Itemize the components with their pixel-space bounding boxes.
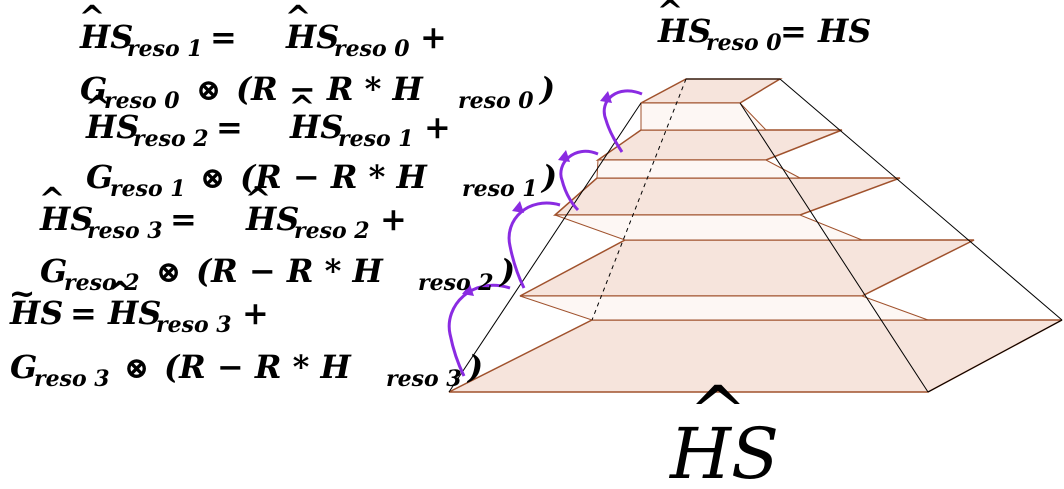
otimes-icon: ⊗ <box>200 161 225 196</box>
bottom-label-base: HS <box>668 413 779 489</box>
eq1-lhs-sub: reso 1 <box>127 36 203 62</box>
pyramid-side-band <box>640 102 768 131</box>
otimes-icon: ⊗ <box>124 351 149 386</box>
eq1-g: G <box>80 70 107 108</box>
hat-glyph: ^ <box>39 180 66 218</box>
plus-sign: + <box>380 200 407 238</box>
arrowhead-icon <box>558 150 570 162</box>
eq3-lhs: HS <box>39 200 93 238</box>
pyramid-level-2 <box>553 177 901 216</box>
arrows <box>447 89 643 377</box>
pyramid-side-band <box>519 295 929 321</box>
equals-sign: = <box>210 18 237 56</box>
equation-2: ^ HS reso 2 = ^ HS reso 1 + G reso 1 ⊗ (… <box>85 88 558 202</box>
hat-glyph: ^ <box>689 371 748 453</box>
top-label-base: HS <box>657 12 711 50</box>
eq2-h-sub: reso 1 <box>462 176 538 202</box>
eq1-g-sub: reso 0 <box>104 88 180 114</box>
eq3-expr: (R − R * H <box>196 252 384 290</box>
hat-glyph: ^ <box>657 0 684 30</box>
arrowhead-icon <box>600 91 612 103</box>
curved-arrow-icon <box>602 89 643 153</box>
pyramid-hidden-edge <box>591 78 687 321</box>
pyramid-side-band <box>596 159 801 179</box>
hat-glyph: ^ <box>85 88 112 126</box>
eq3-rhs: HS <box>245 200 299 238</box>
eq3-lhs-sub: reso 3 <box>87 218 163 244</box>
eq4-lhs: HS <box>9 294 63 332</box>
bottom-label: ^ HS <box>668 371 779 489</box>
eq2-lhs: HS <box>85 108 139 146</box>
pyramid-level-3 <box>519 239 975 297</box>
hat-glyph: ^ <box>79 0 106 36</box>
eq3-g: G <box>40 252 67 290</box>
tilde-glyph: ~ <box>9 274 36 312</box>
eq2-g: G <box>86 158 113 196</box>
eq4-expr: (R − R * H <box>164 348 352 386</box>
arrowheads <box>462 91 612 296</box>
plus-sign: + <box>242 294 269 332</box>
eq4-rhs-sub: reso 3 <box>156 312 232 338</box>
eq3-close: ) <box>498 252 515 290</box>
pyramid-edge-right <box>779 78 1063 321</box>
curved-arrow-icon <box>447 283 511 377</box>
arrowhead-icon <box>512 201 524 213</box>
equals-sign: = <box>170 200 197 238</box>
eq3-h-sub: reso 2 <box>418 270 494 296</box>
otimes-icon: ⊗ <box>196 73 221 108</box>
eq4-rhs: HS <box>107 294 161 332</box>
eq1-expr: (R − R * H <box>236 70 424 108</box>
pyramid-level-1 <box>595 129 843 161</box>
top-label-rhs: = HS <box>780 12 871 50</box>
curved-arrow-icon <box>559 149 599 212</box>
pyramid-edge-mid <box>739 102 929 393</box>
arrowhead-icon <box>462 284 474 296</box>
equals-sign: = <box>216 108 243 146</box>
eq2-lhs-sub: reso 2 <box>133 126 209 152</box>
pyramid-level-4 <box>448 319 1063 393</box>
eq1-rhs-sub: reso 0 <box>334 36 410 62</box>
eq1-h-sub: reso 0 <box>458 88 534 114</box>
plus-sign: + <box>424 108 451 146</box>
hat-glyph: ^ <box>245 180 272 218</box>
pyramid-side-band <box>554 214 863 241</box>
top-label: ^ HS reso 0 = HS <box>657 0 872 56</box>
pyramid-level-0 <box>640 78 783 104</box>
eq2-expr: (R − R * H <box>240 158 428 196</box>
plus-sign: + <box>420 18 447 56</box>
pyramid <box>448 78 1063 393</box>
equation-4: ~ HS = ^ HS reso 3 + G reso 3 ⊗ (R − R *… <box>9 274 484 392</box>
eq2-rhs: HS <box>289 108 343 146</box>
top-label-sub: reso 0 <box>706 30 782 56</box>
curved-arrow-icon <box>507 201 561 289</box>
hat-glyph: ^ <box>285 0 312 36</box>
eq3-rhs-sub: reso 2 <box>294 218 370 244</box>
equals-sign: = <box>70 294 97 332</box>
eq4-g: G <box>10 348 37 386</box>
equation-3: ^ HS reso 3 = ^ HS reso 2 + G reso 2 ⊗ (… <box>39 180 516 296</box>
eq4-g-sub: reso 3 <box>34 366 110 392</box>
eq1-close: ) <box>538 70 555 108</box>
eq2-g-sub: reso 1 <box>110 176 186 202</box>
pyramid-edge-left <box>448 102 642 393</box>
hat-glyph: ^ <box>107 274 134 312</box>
eq3-g-sub: reso 2 <box>64 270 140 296</box>
eq2-rhs-sub: reso 1 <box>338 126 414 152</box>
otimes-icon: ⊗ <box>156 255 181 290</box>
eq2-close: ) <box>540 158 557 196</box>
eq1-lhs: HS <box>79 18 133 56</box>
eq4-h-sub: reso 3 <box>386 366 462 392</box>
eq4-close: ) <box>466 348 483 386</box>
hat-glyph: ^ <box>289 88 316 126</box>
pyramid-edge-right-base <box>927 319 1063 393</box>
equation-1: ^ HS reso 1 = ^ HS reso 0 + G reso 0 ⊗ (… <box>79 0 556 114</box>
eq1-rhs: HS <box>285 18 339 56</box>
